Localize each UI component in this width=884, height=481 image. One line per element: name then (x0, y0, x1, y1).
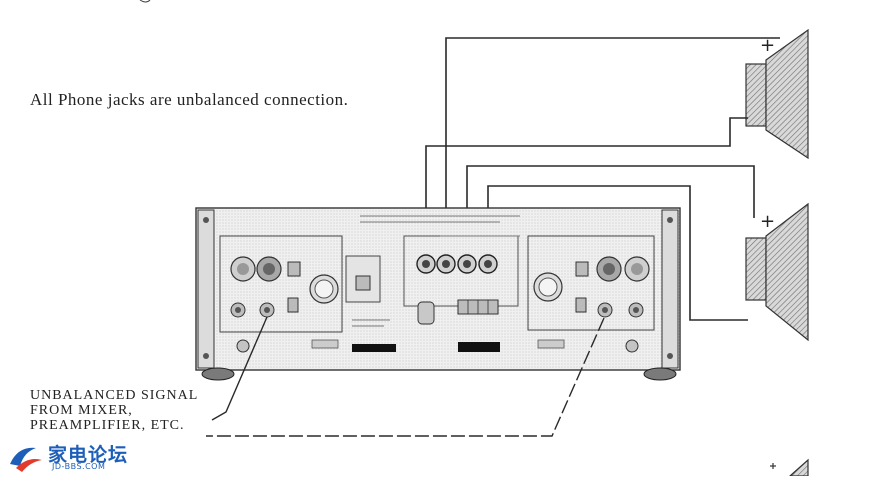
caption-line-3: PREAMPLIFIER, ETC. (30, 418, 185, 433)
watermark-text: 家电论坛 (48, 444, 129, 466)
xlr-input-icon (596, 256, 622, 282)
xlr-input-icon (624, 256, 650, 282)
speaker-top-plus: + (760, 35, 775, 56)
input-signal-leaders (206, 316, 605, 437)
input-signal-caption: UNBALANCED SIGNAL FROM MIXER, PREAMPLIFI… (30, 388, 198, 433)
binding-post-icon (436, 254, 456, 274)
speaker-middle: + (745, 202, 809, 342)
speaker-bottom (770, 458, 809, 477)
caption-line-1: UNBALANCED SIGNAL (30, 388, 199, 403)
watermark-url: JD-BBS.COM (52, 462, 106, 471)
caption-line-2: FROM MIXER, (30, 403, 133, 418)
binding-post-icon (478, 254, 498, 274)
phone-jack-icon (628, 302, 644, 318)
speaker-top: + (745, 28, 809, 160)
watermark-logo-icon (10, 447, 42, 472)
power-cord-socket-icon (417, 301, 435, 325)
left-handle (197, 209, 215, 369)
binding-post-icon (457, 254, 477, 274)
speaker-cone-icon (745, 202, 809, 342)
phone-jacks-note: All Phone jacks are unbalanced connectio… (30, 90, 349, 109)
watermark: 家电论坛 JD-BBS.COM (6, 440, 166, 474)
right-foot (643, 367, 677, 381)
speaker-middle-plus: + (760, 211, 775, 232)
amplifier-rear-panel (195, 207, 681, 381)
phone-jack-icon (597, 302, 613, 318)
right-handle (661, 209, 679, 369)
xlr-input-icon (230, 256, 256, 282)
binding-post-icon (416, 254, 436, 274)
top-corner-mark (139, 0, 151, 3)
speaker-cone-icon (745, 28, 809, 160)
xlr-input-icon (256, 256, 282, 282)
phone-jack-icon (259, 302, 275, 318)
left-foot (201, 367, 235, 381)
phone-jack-icon (230, 302, 246, 318)
